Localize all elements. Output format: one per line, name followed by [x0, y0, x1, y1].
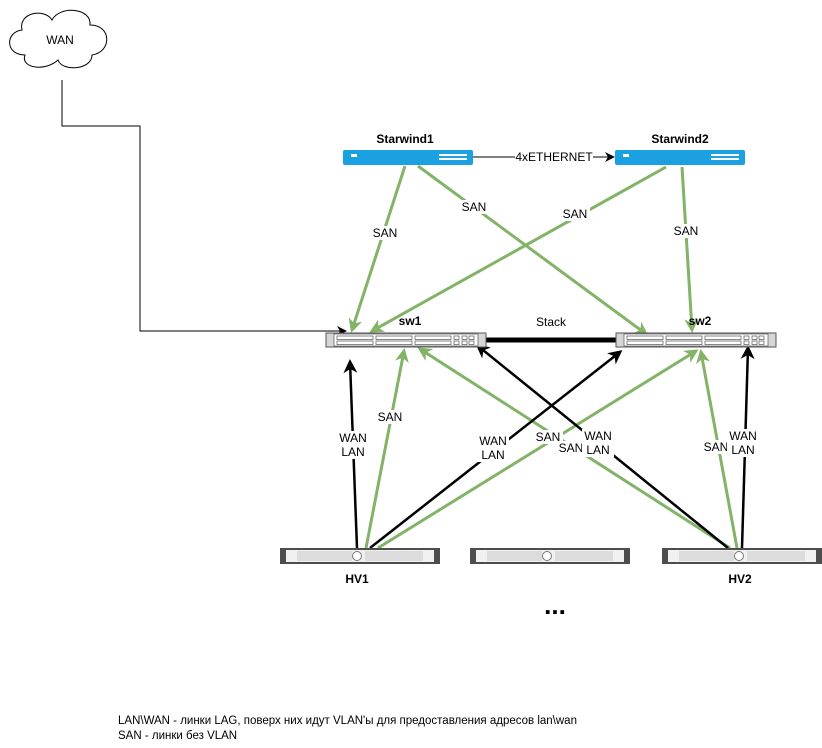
san-label: SAN — [462, 200, 487, 214]
ethernet-label: 4xETHERNET — [515, 150, 593, 164]
svg-text:WAN: WAN — [584, 429, 612, 443]
hv1-node[interactable]: HV1 — [279, 547, 441, 586]
stack-label: Stack — [536, 315, 567, 329]
san-label: SAN — [536, 430, 561, 444]
starwind2-label: Starwind2 — [651, 132, 709, 146]
wan-cloud[interactable]: WAN — [9, 9, 108, 69]
san-labels: SAN SAN SAN SAN SAN SAN SAN SAN — [370, 200, 731, 455]
hv2-node[interactable]: HV2 — [661, 547, 822, 586]
svg-text:WAN: WAN — [729, 429, 757, 443]
san-label: SAN — [563, 207, 588, 221]
svg-text:LAN: LAN — [341, 445, 364, 459]
starwind1-node[interactable]: Starwind1 — [343, 132, 473, 165]
san-label: SAN — [378, 410, 403, 424]
svg-text:LAN: LAN — [586, 443, 609, 457]
sw1-label: sw1 — [399, 314, 422, 328]
legend-san: SAN - линки без VLAN — [118, 730, 238, 742]
hv-middle-node[interactable] — [469, 547, 631, 565]
sw2-node[interactable]: sw2 — [615, 314, 777, 348]
san-label: SAN — [704, 440, 729, 454]
san-label: SAN — [373, 226, 398, 240]
san-link-hv1-sw2 — [377, 349, 699, 550]
san-link-hv1-sw1 — [364, 348, 409, 549]
san-link-starwind2-sw2 — [680, 166, 699, 333]
wan-cloud-label: WAN — [46, 33, 74, 47]
sw2-label: sw2 — [689, 314, 712, 328]
starwind2-node[interactable]: Starwind2 — [615, 132, 745, 165]
more-servers-ellipsis: ... — [544, 590, 566, 620]
hv2-label: HV2 — [728, 572, 752, 586]
svg-text:LAN: LAN — [481, 448, 504, 462]
legend-lanwan: LAN\WAN - линки LAG, поверх них идут VLA… — [118, 715, 577, 727]
sw1-node[interactable]: sw1 — [325, 314, 487, 348]
san-link-starwind1-sw1 — [348, 165, 407, 333]
legend-note: LAN\WAN - линки LAG, поверх них идут VLA… — [118, 714, 577, 744]
svg-text:WAN: WAN — [339, 431, 367, 445]
svg-text:WAN: WAN — [479, 434, 507, 448]
lan-wan-links — [343, 344, 755, 549]
san-label: SAN — [559, 441, 584, 455]
wan-uplink — [61, 80, 347, 336]
hv1-label: HV1 — [345, 572, 369, 586]
san-link-starwind1-sw2 — [417, 164, 649, 336]
starwind1-label: Starwind1 — [376, 132, 434, 146]
san-label: SAN — [674, 224, 699, 238]
svg-text:LAN: LAN — [731, 443, 754, 457]
san-link-starwind2-sw1 — [369, 165, 667, 333]
